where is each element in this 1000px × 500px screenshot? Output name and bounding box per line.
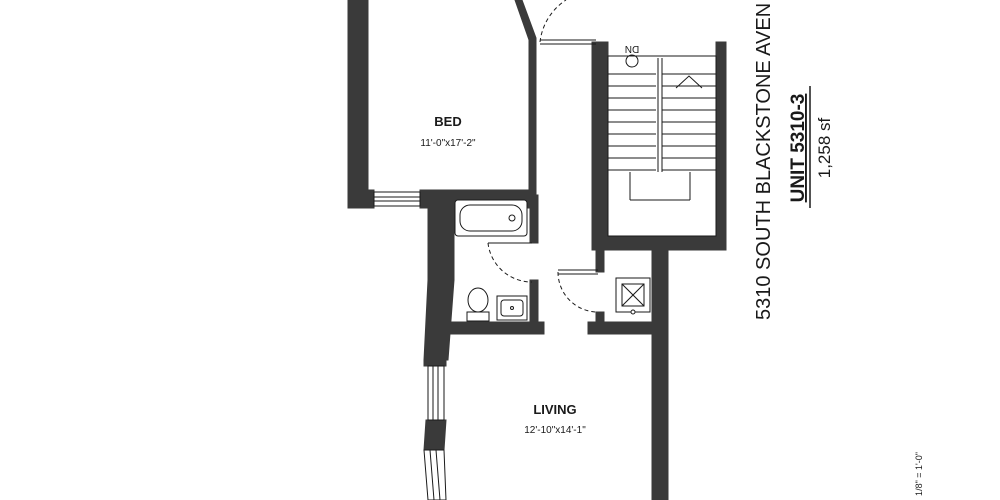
stair-south-wall [591, 235, 727, 251]
bathtub-drain [508, 214, 516, 222]
walls [347, 0, 727, 500]
entry-door-swing [539, 0, 567, 43]
living-west-jamb [423, 359, 447, 367]
windows [373, 191, 447, 500]
bathtub-basin [459, 204, 523, 232]
fixtures [454, 199, 651, 322]
sink-drain [510, 306, 514, 310]
stair-east-wall [715, 41, 727, 251]
bath-door-swing [487, 242, 533, 283]
stair-right-run [662, 73, 716, 171]
closet-south-wall [587, 321, 655, 335]
stair-dn-label: DN [625, 43, 639, 54]
bed-east-bay-wall [514, 0, 537, 196]
west-curved-wall [423, 279, 455, 361]
living-window-lower [423, 449, 447, 500]
bed-west-wall [347, 0, 369, 209]
living-west-pier [423, 419, 447, 451]
bath-west-wall [427, 199, 455, 281]
toilet-bowl [467, 287, 489, 313]
bath-south-wall [439, 321, 545, 335]
doors [487, 0, 598, 313]
living-room-name: LIVING [533, 402, 576, 417]
living-window-glass [435, 449, 441, 500]
closet-door-swing [557, 271, 597, 313]
stair-dn-marker [625, 54, 639, 68]
bath-east-wall [529, 194, 539, 244]
washer-dryer-knob [630, 309, 636, 315]
bed-room-name: BED [434, 114, 461, 129]
east-wall [651, 249, 669, 500]
stair-left-run [608, 73, 656, 171]
bed-room-dims: 11'-0"x17'-2" [420, 138, 476, 149]
living-window-upper [427, 365, 445, 421]
washer-dryer-x [621, 283, 645, 307]
stair-arrow [675, 75, 703, 89]
bath-east-wall-low [529, 279, 539, 333]
toilet-tank [466, 311, 490, 322]
address-label: 5310 SOUTH BLACKSTONE AVEN [753, 3, 775, 320]
living-room-dims: 12'-10"x14'-1" [524, 425, 586, 436]
bed-window [373, 191, 421, 207]
scale-note: 1/8" = 1'-0" [914, 452, 924, 496]
living-window-glass [429, 449, 435, 500]
bed-south-wall-left [347, 189, 375, 209]
unit-title: UNIT 5310-3 [788, 94, 809, 203]
closet-west-wall [595, 249, 605, 273]
unit-area: 1,258 sf [815, 117, 834, 178]
stairs [607, 54, 717, 237]
stair-west-wall [591, 41, 609, 251]
